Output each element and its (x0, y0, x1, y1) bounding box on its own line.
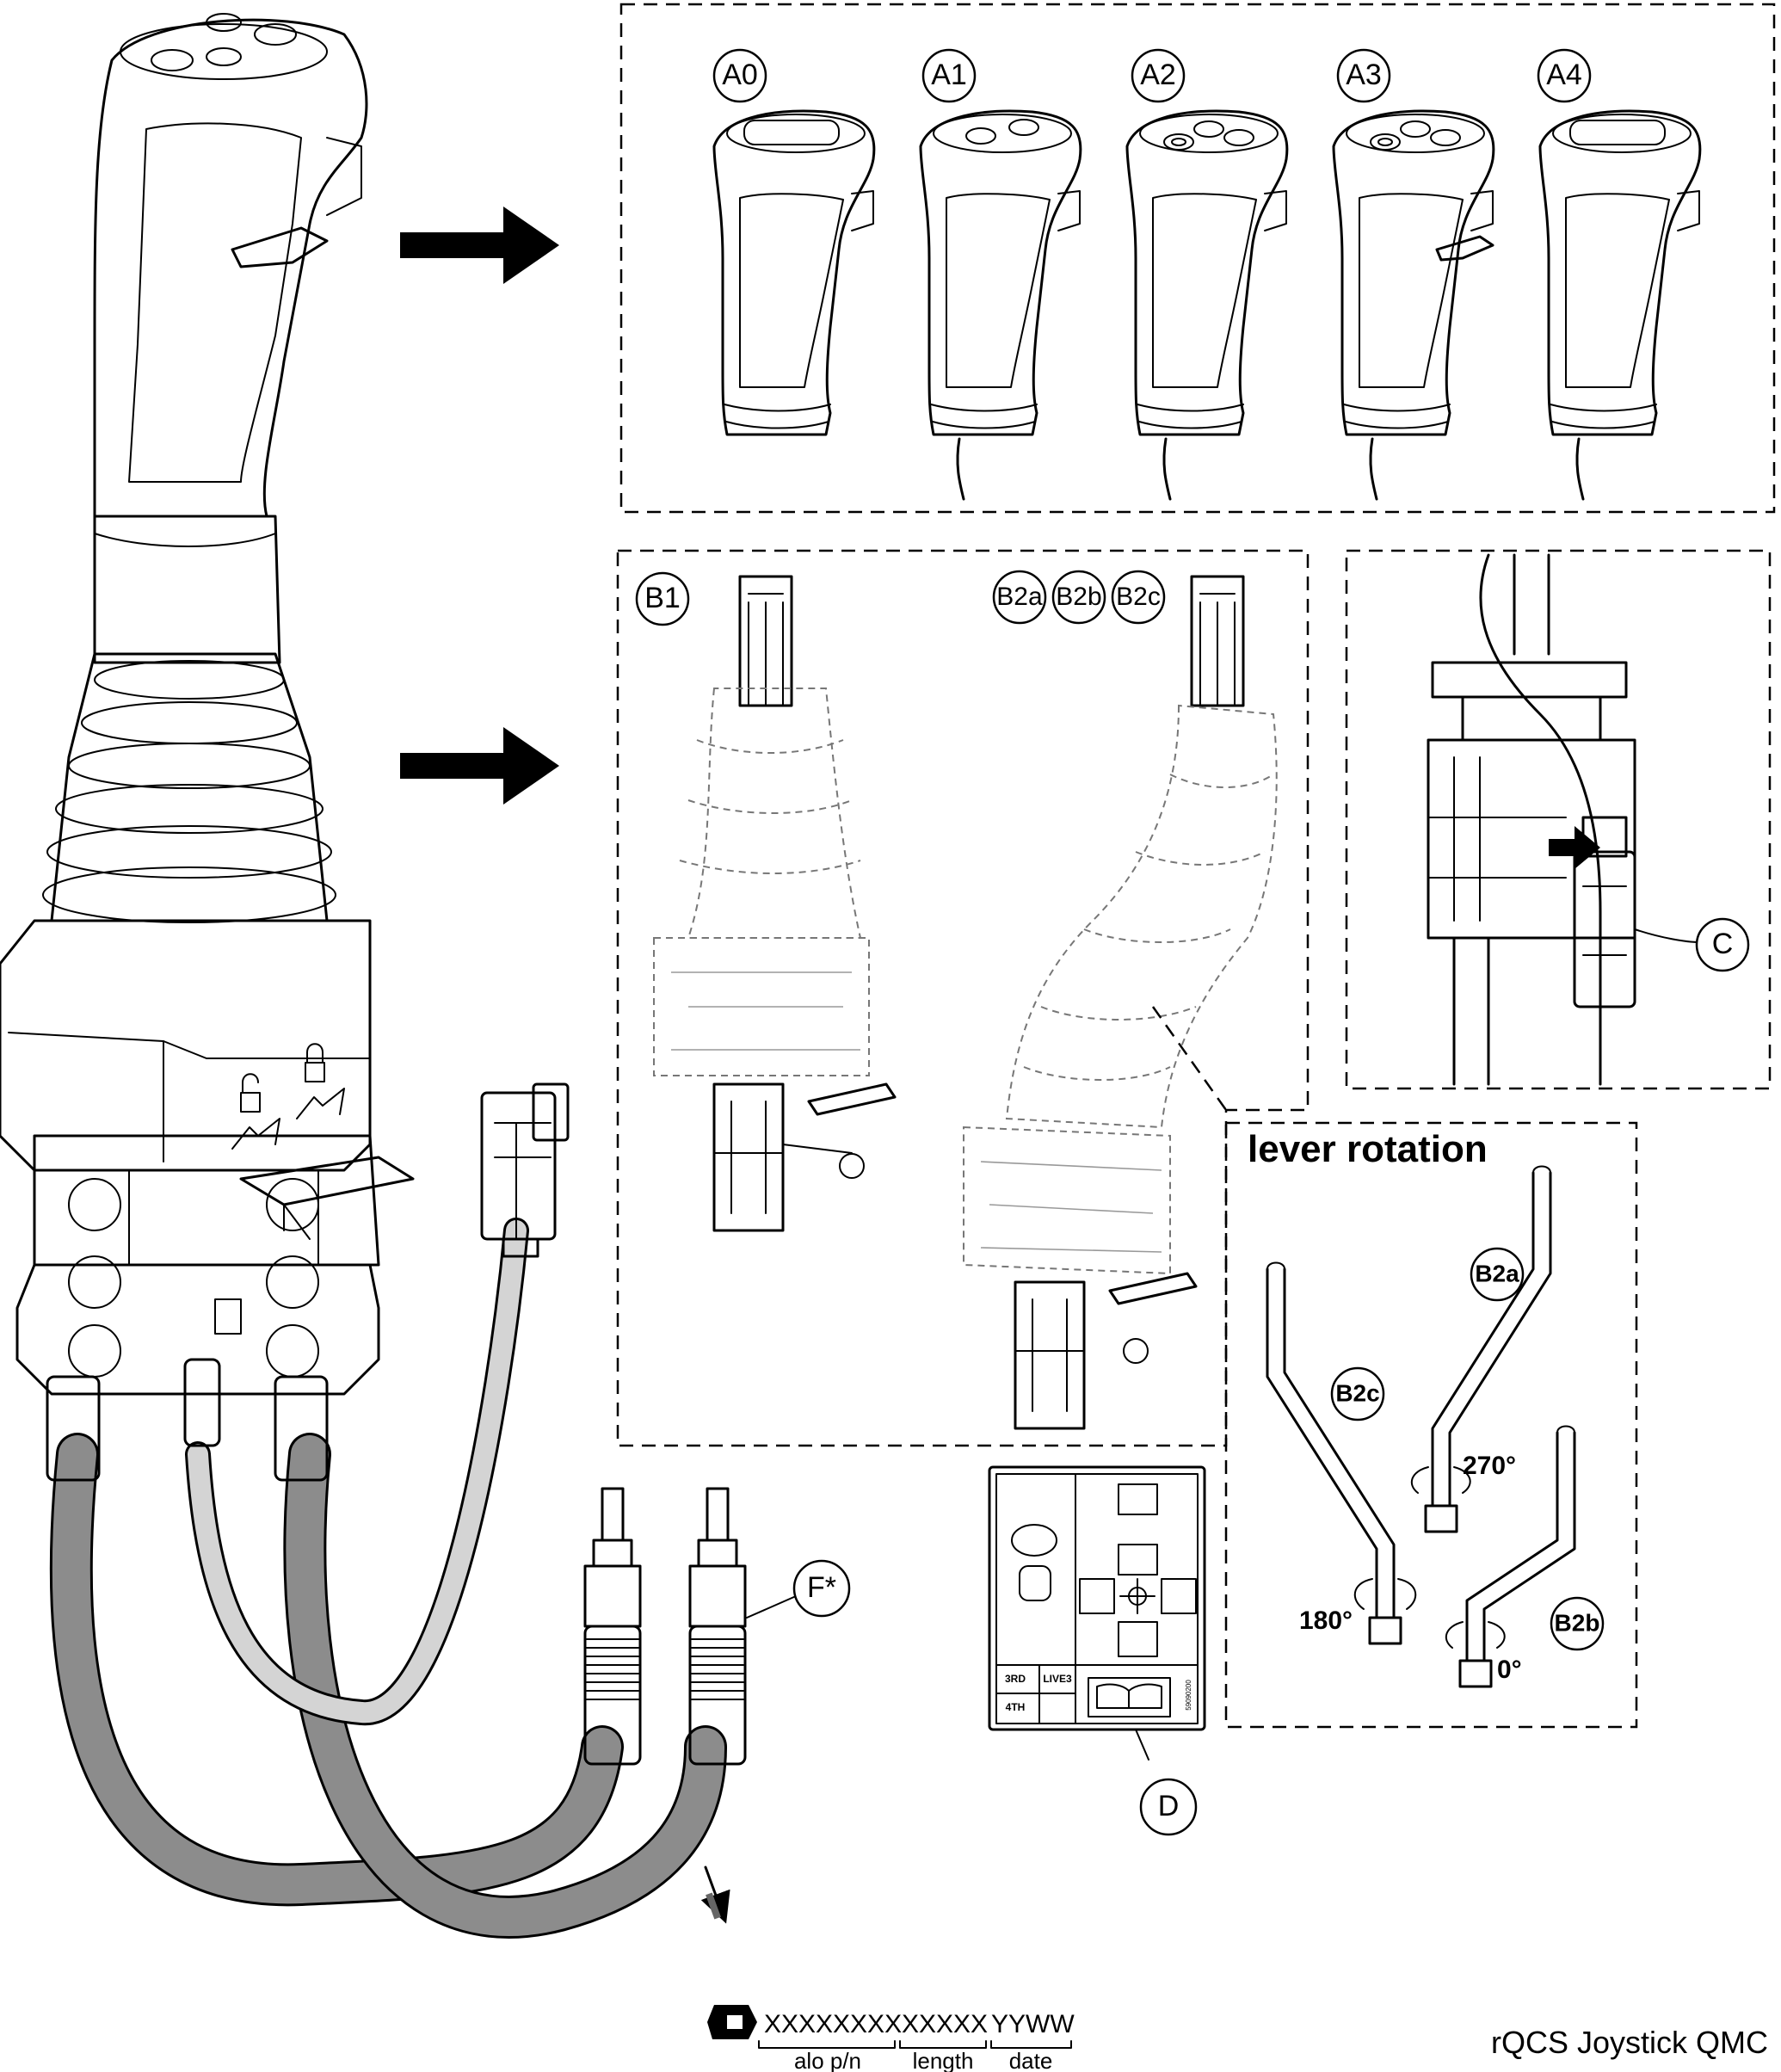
decal-fourth: 4TH (1006, 1701, 1026, 1713)
cables (49, 1218, 727, 1939)
pointer-arrows (400, 207, 559, 805)
bellows (42, 652, 336, 923)
rotation-b2b-label: B2b (1555, 1609, 1600, 1636)
part-date: YYWW (991, 2010, 1075, 2038)
rotation-b2b-angle: 0° (1497, 1656, 1522, 1684)
label-c: C (1712, 928, 1734, 960)
part-date-caption: date (1009, 2048, 1053, 2072)
label-a1: A1 (931, 59, 967, 91)
connector-detail (1427, 553, 1700, 1086)
figure-caption: rQCS Joystick QMC (1491, 2025, 1768, 2060)
main-joystick (0, 13, 727, 1939)
plug-connector (480, 1082, 570, 1258)
label-b1: B1 (644, 582, 681, 614)
label-b2b: B2b (1056, 583, 1101, 611)
decal-serial: 59090200 (1185, 1680, 1192, 1711)
label-a4: A4 (1546, 59, 1582, 91)
decal-third: 3RD (1005, 1673, 1026, 1685)
handle-variant-a1 (919, 109, 1082, 501)
label-a0: A0 (722, 59, 758, 91)
rotation-b2a-angle: 270° (1463, 1452, 1516, 1480)
decal-live: LIVE3 (1043, 1673, 1072, 1685)
handle-variant-a2 (1125, 109, 1289, 501)
lever-rotation-panel (1224, 1121, 1638, 1729)
part-length-caption: length (913, 2048, 974, 2072)
label-b2c: B2c (1116, 583, 1161, 611)
code-leader-arrow (700, 1865, 730, 1924)
variant-bubbles: A0 A1 A2 A3 A4 B1 B2a B2b B2c C D F* (635, 48, 1750, 1836)
rotation-levers (1266, 1165, 1576, 1688)
label-a3: A3 (1346, 59, 1382, 91)
main-handle (93, 13, 368, 518)
jack-connectors (583, 1487, 797, 1766)
handle-variant-a3 (1332, 109, 1495, 501)
label-b2a: B2a (996, 583, 1043, 611)
handle-variant-a4 (1538, 109, 1702, 501)
jack-left (583, 1487, 642, 1766)
jack-right (688, 1487, 747, 1766)
part-code: XXXXXXXX XXXXX YYWW alo p/n length date (707, 2005, 1075, 2072)
leader-b2-rotation (1151, 1006, 1228, 1111)
handle-variant-a0 (712, 109, 876, 436)
label-a2: A2 (1140, 59, 1176, 91)
part-length: XXXXX (902, 2010, 988, 2038)
panel-a (619, 3, 1776, 514)
lock-icons (231, 1043, 345, 1150)
part-number: XXXXXXXX (764, 2010, 902, 2038)
decal-d: 3RD LIVE3 4TH 59090200 (988, 1465, 1206, 1761)
rotation-b2c-label: B2c (1335, 1379, 1379, 1406)
b1-ghost-joystick (653, 575, 897, 1232)
code-marking (706, 1892, 721, 1920)
b2-ghost-joystick (963, 575, 1278, 1430)
rotation-b2a-label: B2a (1475, 1260, 1519, 1286)
rotation-b2c-angle: 180° (1299, 1606, 1353, 1635)
handle-variants (712, 109, 1702, 501)
label-d: D (1158, 1790, 1180, 1822)
lever-rotation-title: lever rotation (1248, 1128, 1488, 1170)
panel-c (1345, 549, 1772, 1090)
part-number-caption: alo p/n (794, 2048, 861, 2072)
rotation-labels: B2a 270° B2c 180° B2b 0° (1299, 1247, 1605, 1684)
label-f: F* (807, 1571, 836, 1604)
panel-b (616, 549, 1310, 1447)
